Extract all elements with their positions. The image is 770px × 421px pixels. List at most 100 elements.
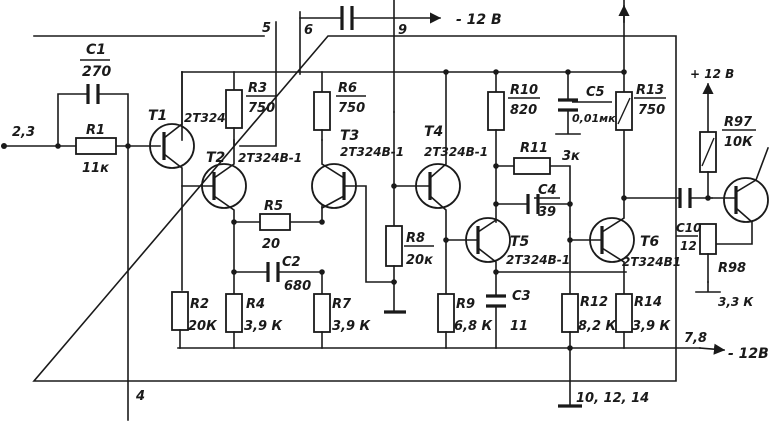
t2-name: T2 bbox=[206, 150, 225, 166]
r10-value: 820 bbox=[510, 103, 537, 118]
junction bbox=[493, 163, 499, 169]
r1-name: R1 bbox=[86, 123, 105, 138]
junction bbox=[443, 69, 449, 75]
r98-value: 3,3 К bbox=[718, 295, 754, 309]
r5-value: 20 bbox=[262, 237, 280, 252]
c2-name: C2 bbox=[282, 255, 301, 270]
t4-type: 2T324В-1 bbox=[424, 145, 488, 159]
r10-name: R10 bbox=[510, 83, 538, 98]
junction bbox=[493, 269, 499, 275]
junction bbox=[567, 201, 573, 207]
r4-name: R4 bbox=[246, 297, 265, 312]
r14-value: 3,9 К bbox=[632, 319, 672, 334]
t3-name: T3 bbox=[340, 128, 359, 144]
r11-resistor bbox=[513, 157, 551, 175]
t5-leads bbox=[445, 218, 498, 297]
r2-resistor bbox=[171, 291, 189, 331]
t1-name: T1 bbox=[148, 108, 167, 124]
r9-value: 6,8 К bbox=[454, 319, 494, 334]
junction bbox=[319, 219, 325, 225]
junction bbox=[567, 237, 573, 243]
r4-value: 3,9 К bbox=[244, 319, 284, 334]
junction bbox=[567, 345, 573, 351]
r98-ground bbox=[695, 281, 721, 293]
bottom-rail-arrow bbox=[699, 343, 726, 355]
r13-name: R13 bbox=[636, 83, 664, 98]
pin4-label: 4 bbox=[135, 389, 145, 404]
t6-leads bbox=[569, 129, 625, 295]
in-voltage-label: 2,3 bbox=[12, 125, 35, 140]
r7-name: R7 bbox=[332, 297, 352, 312]
c1-wire bbox=[57, 93, 129, 147]
r97-slash bbox=[701, 137, 715, 167]
input-terminal bbox=[1, 143, 7, 149]
r11-name: R11 bbox=[520, 141, 548, 156]
t1-transistor bbox=[149, 123, 195, 169]
r3-resistor bbox=[225, 89, 243, 129]
gnd-pins-label: 10, 12, 14 bbox=[576, 391, 649, 406]
r1-resistor bbox=[75, 137, 117, 155]
t6-type: 2T324В1 bbox=[622, 255, 681, 269]
out-voltage-label: 7,8 bbox=[684, 331, 707, 346]
junction bbox=[55, 143, 61, 149]
c5-name: C5 bbox=[586, 85, 605, 100]
t3-leads bbox=[320, 139, 397, 283]
neg12-top-label: - 12 В bbox=[456, 12, 502, 28]
ext-transistor bbox=[723, 177, 769, 223]
r97-value: 10К bbox=[724, 135, 754, 150]
junction bbox=[391, 183, 397, 189]
r8-name: R8 bbox=[406, 231, 425, 246]
t4-name: T4 bbox=[424, 124, 443, 140]
t5-name: T5 bbox=[510, 234, 530, 250]
t1-type: 2T324В bbox=[184, 111, 235, 125]
junction bbox=[391, 279, 397, 285]
c10-value: 12 bbox=[680, 239, 697, 253]
t3-type: 2T324В-1 bbox=[340, 145, 404, 159]
c4-name: C4 bbox=[538, 183, 557, 198]
r13-slash bbox=[617, 97, 631, 125]
r14-name: R14 bbox=[634, 295, 662, 310]
plus12-label: + 12 В bbox=[690, 67, 734, 81]
r3-value: 750 bbox=[248, 101, 275, 116]
r12-resistor bbox=[561, 293, 579, 333]
r12-value: 8,2 К bbox=[578, 319, 618, 334]
r9-name: R9 bbox=[456, 297, 475, 312]
r8-resistor bbox=[385, 225, 403, 267]
r11-wire bbox=[495, 165, 571, 233]
t2-leads bbox=[181, 139, 235, 223]
junction bbox=[621, 69, 627, 75]
r11-value: 3к bbox=[562, 149, 581, 164]
ext-transistor-leads bbox=[711, 146, 770, 245]
r98-name: R98 bbox=[718, 261, 746, 276]
r7-value: 3,9 К bbox=[332, 319, 372, 334]
r14-resistor bbox=[615, 293, 633, 333]
r1-value: 11к bbox=[82, 161, 110, 176]
pin6-label: 6 bbox=[304, 23, 313, 38]
c1-value: 270 bbox=[82, 64, 111, 80]
pin5-label: 5 bbox=[262, 21, 271, 36]
t1-leads bbox=[162, 71, 183, 291]
c2-value: 680 bbox=[284, 279, 311, 294]
r6-value: 750 bbox=[338, 101, 365, 116]
r4-resistor bbox=[225, 293, 243, 333]
c10-element bbox=[699, 223, 717, 255]
neg12-right-label: - 12В bbox=[728, 346, 769, 362]
c5-value: 0,01мк bbox=[572, 112, 616, 125]
pin5-wire bbox=[239, 21, 277, 147]
c1-name: C1 bbox=[86, 42, 106, 58]
c3-value: 11 bbox=[510, 319, 528, 334]
junction bbox=[493, 201, 499, 207]
c5-wire bbox=[555, 71, 581, 135]
r8-value: 20к bbox=[406, 253, 434, 268]
module-frame bbox=[32, 35, 677, 382]
r12-name: R12 bbox=[580, 295, 608, 310]
t2-type: 2T324В-1 bbox=[238, 151, 302, 165]
c3-name: C3 bbox=[512, 289, 531, 304]
r9-resistor bbox=[437, 293, 455, 333]
r2-name: R2 bbox=[190, 297, 209, 312]
junction bbox=[125, 143, 131, 149]
r6-resistor bbox=[313, 91, 331, 131]
r13-value: 750 bbox=[638, 103, 665, 118]
junction bbox=[705, 195, 711, 201]
junction bbox=[493, 69, 499, 75]
